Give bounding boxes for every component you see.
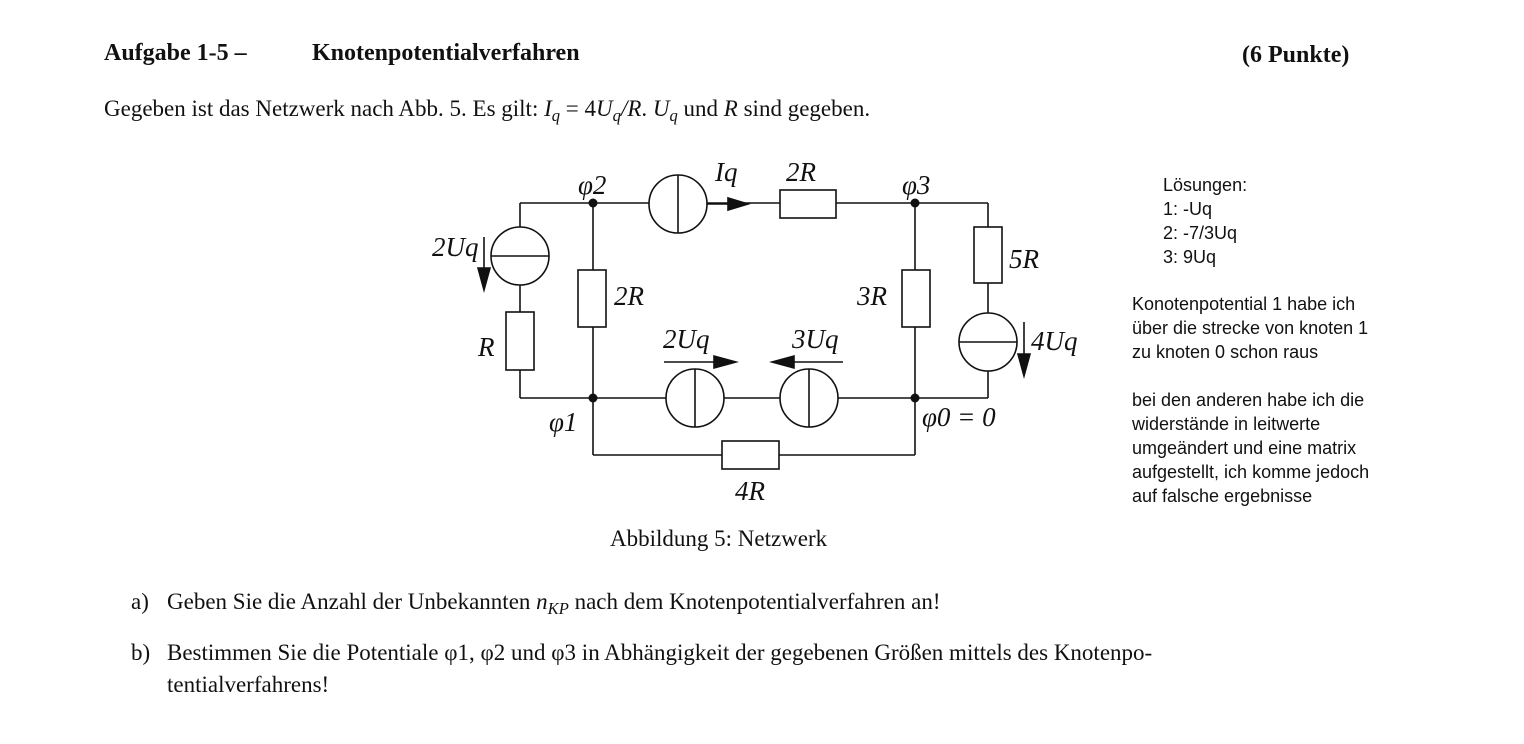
arrow-current bbox=[727, 196, 751, 212]
label-phi3: φ3 bbox=[902, 170, 930, 200]
task-points: (6 Punkte) bbox=[1242, 42, 1350, 68]
task-label: Aufgabe 1-5 – bbox=[104, 40, 247, 66]
circuit-labels: φ2 φ3 φ1 φ0 = 0 Iq 2R 2R 3R 5R R 4R 2Uq … bbox=[432, 157, 1078, 506]
eq-U: U bbox=[596, 96, 613, 121]
arrow-voltage-right bbox=[1016, 353, 1032, 380]
resistor-right bbox=[973, 226, 1003, 284]
label-phi0: φ0 = 0 bbox=[922, 402, 996, 432]
resistor-left bbox=[505, 311, 535, 371]
given-U: U bbox=[652, 96, 670, 121]
given-and: und bbox=[677, 96, 724, 121]
resistor-top bbox=[779, 189, 837, 219]
eq-U-sub: q bbox=[612, 105, 621, 125]
comment-note-2: bei den anderen habe ich die widerstände… bbox=[1132, 390, 1370, 506]
arrow-voltage-mid-right bbox=[768, 354, 795, 370]
label-phi1: φ1 bbox=[549, 407, 577, 437]
intro-sentence: Gegeben ist das Netzwerk nach Abb. 5. Es… bbox=[104, 96, 871, 125]
resistor-right-mid bbox=[901, 269, 931, 328]
label-v-left: 2Uq bbox=[432, 232, 479, 262]
question-b-label: b) bbox=[131, 640, 151, 665]
eq-R: /R bbox=[620, 96, 642, 121]
question-a-var: n bbox=[536, 589, 548, 614]
question-a-text: Geben Sie die Anzahl der Unbekannten nKP… bbox=[167, 589, 941, 618]
arrow-voltage-mid-left bbox=[713, 354, 740, 370]
node-phi2 bbox=[588, 198, 598, 208]
solutions-note: Lösungen: 1: -Uq 2: -7/3Uq 3: 9Uq bbox=[1163, 175, 1248, 267]
question-b-line2: tentialverfahrens! bbox=[167, 672, 330, 697]
eq-I: I bbox=[544, 96, 552, 121]
task-title: Knotenpotentialverfahren bbox=[312, 40, 580, 66]
label-r-left-mid: 2R bbox=[614, 281, 645, 311]
resistors bbox=[505, 189, 1003, 470]
resistor-bottom bbox=[721, 440, 780, 470]
question-a-var-sub: KP bbox=[547, 598, 569, 618]
comment-note-1: Konotenpotential 1 habe ich über die str… bbox=[1132, 294, 1369, 362]
question-a-label: a) bbox=[131, 589, 149, 614]
resistor-left-mid bbox=[577, 269, 607, 328]
eq-dot: . bbox=[641, 96, 653, 121]
eq-mid: = 4 bbox=[560, 96, 597, 121]
given-U-sub: q bbox=[669, 105, 678, 125]
sources bbox=[490, 174, 1018, 428]
node-phi3 bbox=[910, 198, 920, 208]
question-a-part1: Geben Sie die Anzahl der Unbekannten bbox=[167, 589, 537, 614]
figure-caption: Abbildung 5: Netzwerk bbox=[610, 526, 828, 551]
label-r-right: 5R bbox=[1009, 244, 1040, 274]
label-v-right: 4Uq bbox=[1031, 326, 1078, 356]
label-r-bottom: 4R bbox=[735, 476, 766, 506]
label-current: Iq bbox=[714, 157, 738, 187]
node-phi1 bbox=[588, 393, 598, 403]
node-phi0 bbox=[910, 393, 920, 403]
intro-suffix: sind gegeben. bbox=[737, 96, 871, 121]
label-r-left: R bbox=[477, 332, 495, 362]
question-a-part2: nach dem Knotenpotentialverfahren an! bbox=[568, 589, 941, 614]
nodes bbox=[588, 198, 920, 403]
question-b-line1: Bestimmen Sie die Potentiale φ1, φ2 und … bbox=[167, 640, 1153, 665]
eq-I-sub: q bbox=[551, 105, 561, 125]
label-r-top: 2R bbox=[786, 157, 817, 187]
label-phi2: φ2 bbox=[578, 170, 606, 200]
given-R: R bbox=[723, 96, 738, 121]
intro-prefix: Gegeben ist das Netzwerk nach Abb. 5. Es… bbox=[104, 96, 545, 121]
arrows bbox=[476, 196, 1032, 380]
label-r-right-mid: 3R bbox=[856, 281, 888, 311]
arrow-voltage-left bbox=[476, 267, 492, 294]
label-v-mid-left: 2Uq bbox=[663, 324, 710, 354]
label-v-mid-right: 3Uq bbox=[791, 324, 839, 354]
circuit-wires bbox=[519, 202, 989, 456]
